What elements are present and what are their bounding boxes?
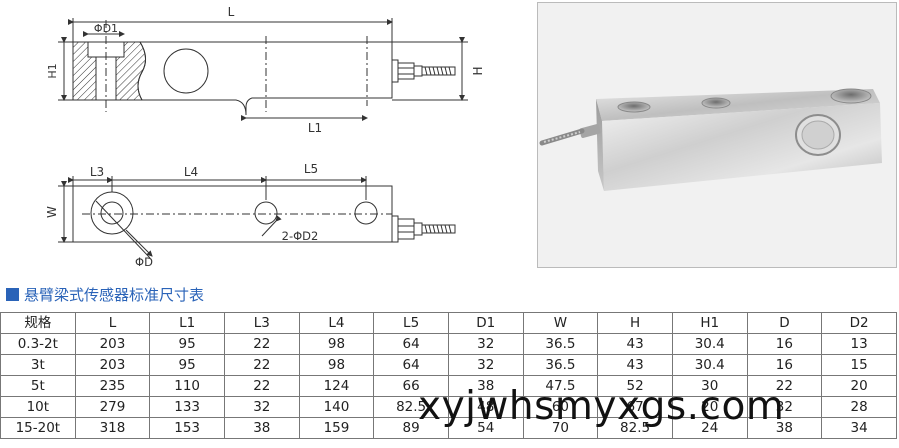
- mounting-hole-small-1: [254, 201, 278, 225]
- table-cell: 110: [149, 375, 225, 397]
- table-cell: 159: [298, 417, 375, 439]
- table-cell: 38: [447, 375, 524, 397]
- table-cell: 34: [821, 417, 897, 439]
- table-cell: 36.5: [522, 354, 599, 376]
- dim-label-H: H: [471, 66, 485, 75]
- table-cell: 0.3-2t: [0, 333, 76, 355]
- table-cell: 64: [373, 333, 449, 355]
- table-cell: 98: [298, 354, 375, 376]
- table-cell: 22: [223, 333, 300, 355]
- dim-label-W: W: [45, 206, 59, 218]
- table-cell: 43: [597, 354, 673, 376]
- table-cell: 3t: [0, 354, 76, 376]
- table-header-cell: H1: [671, 312, 748, 334]
- spec-table: 规格 L L1 L3 L4 L5 D1 W H H1 D D2 0.3-2t 2…: [0, 312, 897, 439]
- table-row: 3t 203 95 22 98 64 32 36.5 43 30.4 16 15: [0, 354, 897, 376]
- table-cell: 30.4: [671, 333, 748, 355]
- dim-label-L3: L3: [90, 165, 104, 179]
- section-marker-icon: [6, 287, 19, 301]
- table-cell: 16: [746, 354, 823, 376]
- table-cell: 10t: [0, 396, 76, 418]
- watermark-text: xyjwhsmyxgs.com: [418, 384, 785, 429]
- table-header-cell: L1: [149, 312, 225, 334]
- table-header-cell: L3: [223, 312, 300, 334]
- product-photo: [537, 2, 897, 268]
- table-row: 0.3-2t 203 95 22 98 64 32 36.5 43 30.4 1…: [0, 333, 897, 355]
- table-cell: 20: [821, 375, 897, 397]
- table-header-cell: D: [746, 312, 823, 334]
- table-cell: 82.5: [373, 396, 449, 418]
- table-header-cell: L: [74, 312, 151, 334]
- table-cell: 32: [223, 396, 300, 418]
- table-cell: 22: [223, 354, 300, 376]
- table-cell: 54: [447, 417, 524, 439]
- table-cell: 140: [298, 396, 375, 418]
- table-cell: 32: [447, 333, 524, 355]
- table-cell: 203: [74, 354, 151, 376]
- table-cell: 70: [522, 417, 599, 439]
- table-header-cell: D1: [447, 312, 524, 334]
- table-header-cell: H: [597, 312, 673, 334]
- table-cell: 5t: [0, 375, 76, 397]
- mounting-hole-large: [90, 191, 134, 235]
- table-cell: 235: [74, 375, 151, 397]
- table-cell: 36.5: [522, 333, 599, 355]
- dim-label-L: L: [228, 5, 235, 19]
- top-view: [58, 18, 468, 121]
- table-header-cell: L5: [373, 312, 449, 334]
- table-cell: 30.4: [671, 354, 748, 376]
- table-cell: 24: [671, 417, 748, 439]
- table-cell: 203: [74, 333, 151, 355]
- table-header-cell: D2: [821, 312, 897, 334]
- table-header-cell: L4: [298, 312, 375, 334]
- table-cell: 22: [223, 375, 300, 397]
- table-cell: 13: [821, 333, 897, 355]
- table-row: 15-20t 318 153 38 159 89 54 70 82.5 24 3…: [0, 417, 897, 439]
- table-cell: 95: [149, 354, 225, 376]
- dim-label-H1: H1: [46, 63, 59, 78]
- table-cell: 32: [447, 354, 524, 376]
- table-cell: 89: [373, 417, 449, 439]
- dim-label-L1: L1: [308, 121, 322, 135]
- side-view: [58, 176, 456, 259]
- table-header-cell: W: [522, 312, 599, 334]
- table-header-cell: 规格: [0, 312, 76, 334]
- table-row: 10t 279 133 32 140 82.5 48 60 67 20 32 2…: [0, 396, 897, 418]
- table-cell: 15-20t: [0, 417, 76, 439]
- mounting-hole-small-2: [354, 201, 378, 225]
- table-cell: 95: [149, 333, 225, 355]
- dim-label-D: ΦD: [135, 255, 153, 269]
- load-cell-illustration: [539, 88, 882, 191]
- table-cell: 43: [597, 333, 673, 355]
- dim-label-D1: ΦD1: [94, 22, 118, 35]
- dim-label-L4: L4: [184, 165, 198, 179]
- dim-label-L5: L5: [304, 162, 318, 176]
- section-title-text: 悬臂梁式传感器标准尺寸表: [24, 285, 205, 304]
- section-title: 悬臂梁式传感器标准尺寸表: [6, 284, 204, 304]
- mounting-hole-top: [163, 48, 209, 94]
- table-cell: 98: [298, 333, 375, 355]
- table-cell: 124: [298, 375, 375, 397]
- technical-drawing: L ΦD1 H1 H L1 L3 L4 L5 W 2-: [45, 5, 485, 269]
- table-cell: 279: [74, 396, 151, 418]
- table-cell: 133: [149, 396, 225, 418]
- table-cell: 15: [821, 354, 897, 376]
- table-cell: 38: [223, 417, 300, 439]
- table-cell: 318: [74, 417, 151, 439]
- table-header-row: 规格 L L1 L3 L4 L5 D1 W H H1 D D2: [0, 312, 897, 334]
- table-cell: 153: [149, 417, 225, 439]
- dim-label-D2: 2-ΦD2: [282, 229, 319, 243]
- table-cell: 64: [373, 354, 449, 376]
- table-cell: 16: [746, 333, 823, 355]
- mounting-hole-inner: [100, 201, 124, 225]
- table-cell: 28: [821, 396, 897, 418]
- beam-body-outline: [72, 41, 393, 116]
- table-cell: 82.5: [597, 417, 673, 439]
